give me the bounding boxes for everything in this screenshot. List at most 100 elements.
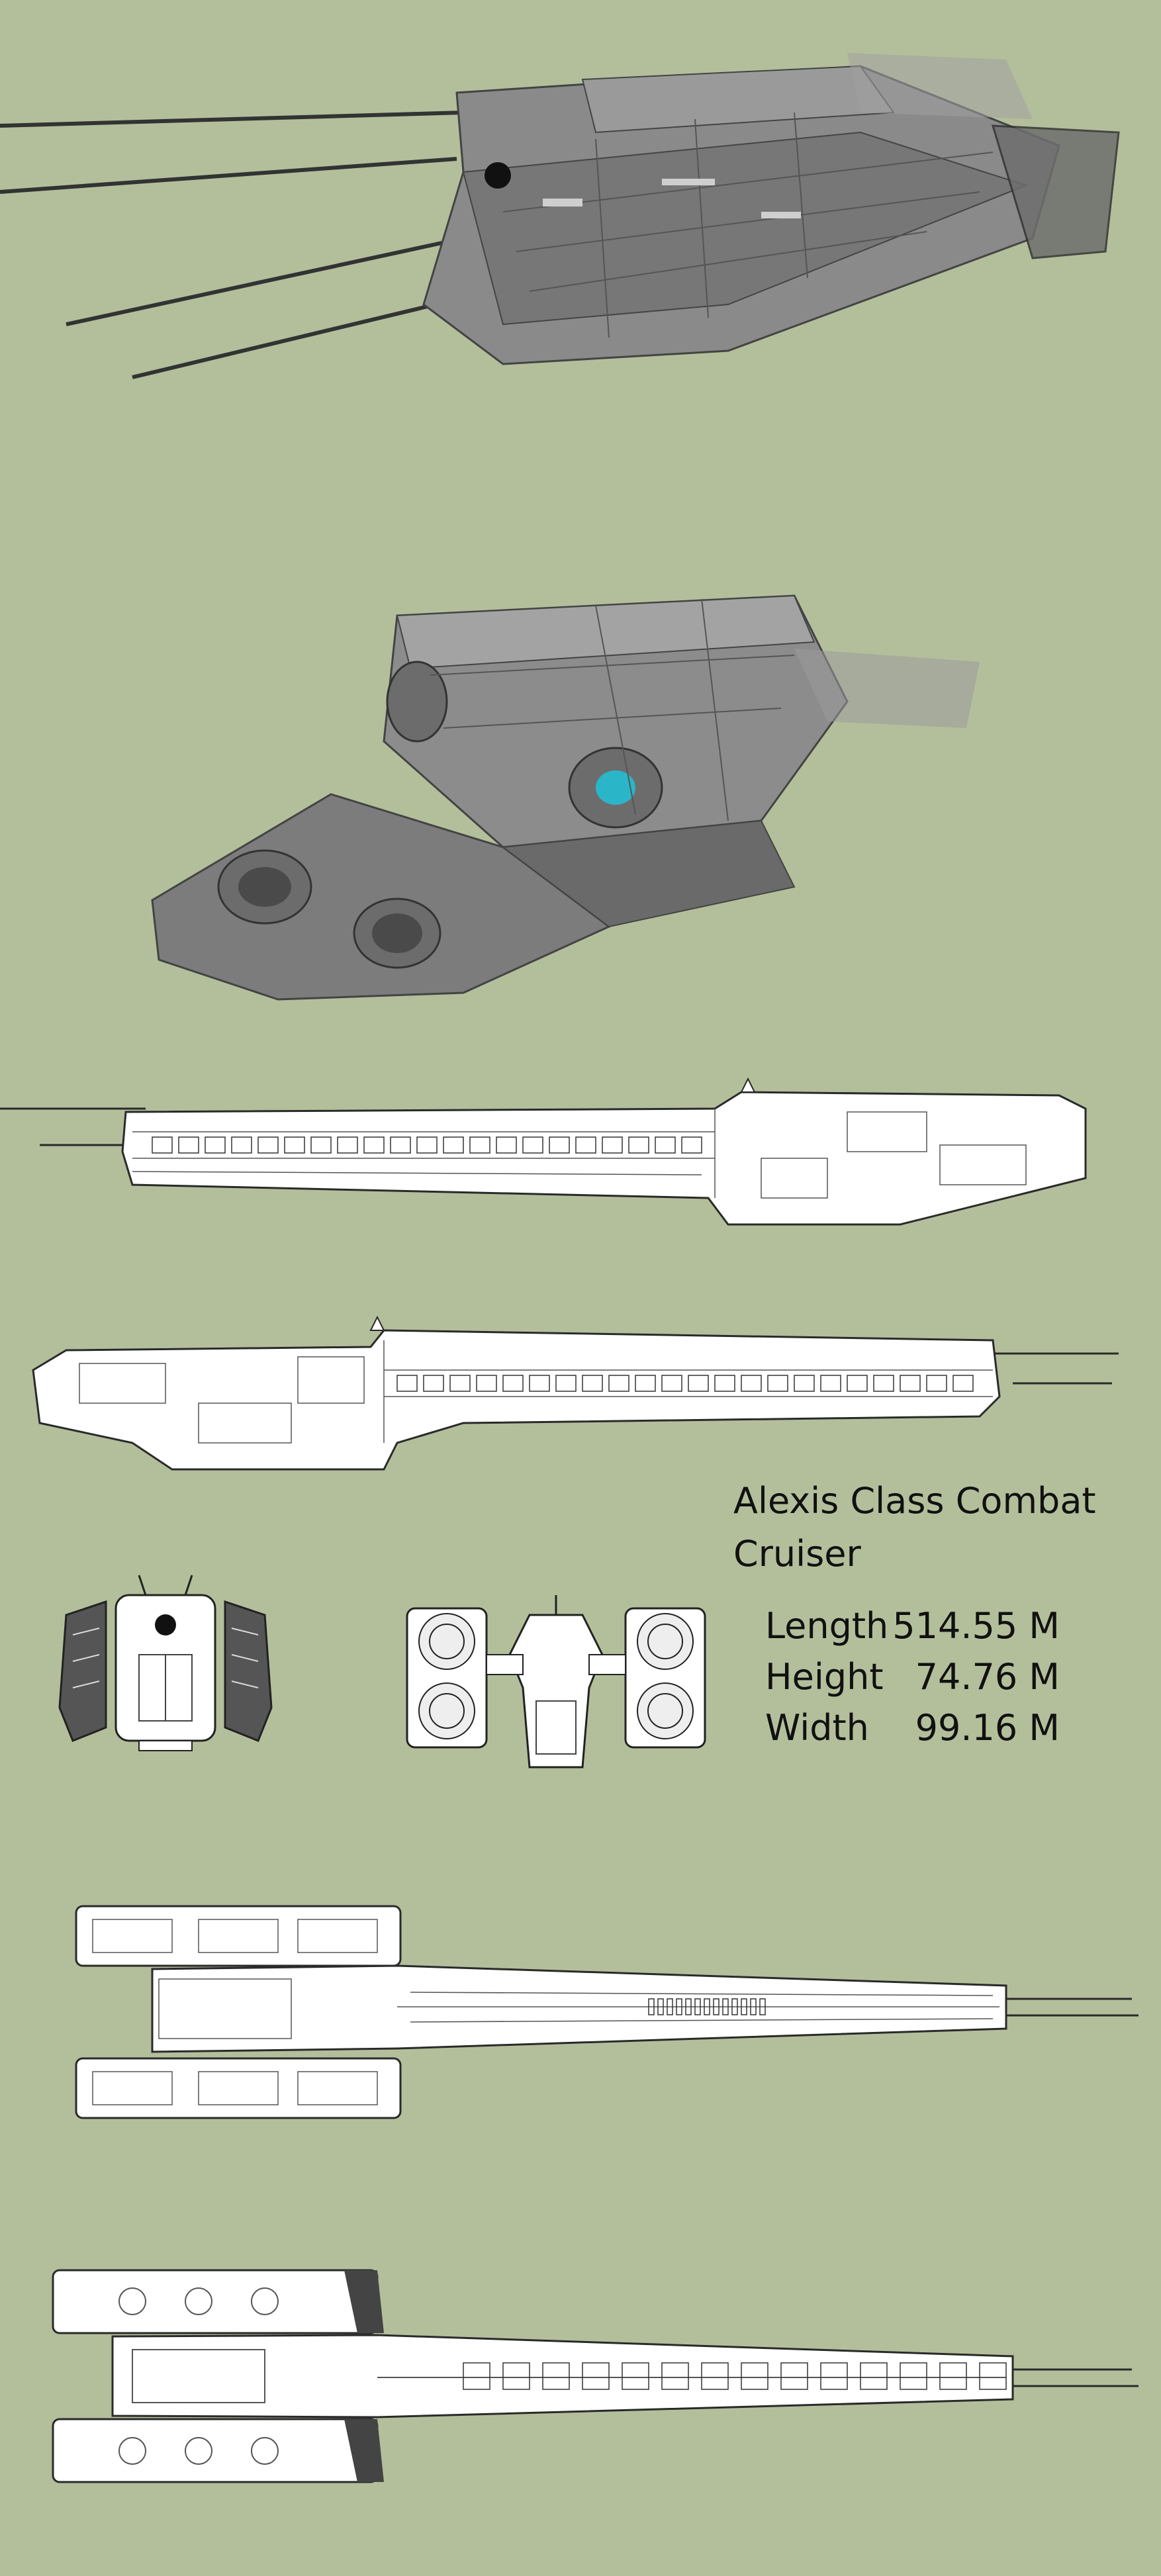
hull-panel xyxy=(750,1998,757,2015)
spec-row-height: Height 74.76 M xyxy=(765,1651,1060,1702)
engine-pod-lower xyxy=(52,2418,379,2483)
hull-panel xyxy=(820,2362,848,2390)
hull-panel xyxy=(310,1136,332,1154)
hull-panel xyxy=(661,1375,682,1392)
engine-nozzle xyxy=(353,897,441,969)
hull-panel xyxy=(741,2362,768,2390)
ship-specs-table: Length 514.55 M Height 74.76 M Width 99.… xyxy=(765,1600,1060,1753)
hull-panel xyxy=(555,1375,577,1392)
engine-pod-lower xyxy=(151,793,611,1001)
hull-panel xyxy=(731,1998,738,2015)
hull-panel xyxy=(701,2362,729,2390)
hull-panel xyxy=(575,1136,596,1154)
hull-detail-row xyxy=(463,2362,1007,2390)
hull-outline xyxy=(32,1329,1001,1471)
engine-pod-lower xyxy=(75,2057,402,2119)
spec-value: 99.16 M xyxy=(915,1707,1060,1749)
spec-label: Length xyxy=(765,1605,889,1647)
hull-panel xyxy=(476,1375,497,1392)
hull-panel xyxy=(952,1375,974,1392)
hull-outline xyxy=(151,1964,1007,2053)
hull-panel xyxy=(820,1375,841,1392)
hull-detail-row xyxy=(152,1136,702,1154)
lineart-top-view xyxy=(0,1900,1161,2125)
hull-panel xyxy=(704,1998,710,2015)
hull-rear xyxy=(508,1614,604,1769)
hull-panel xyxy=(900,1375,921,1392)
lineart-bottom-view xyxy=(0,2264,1161,2489)
hull-panel xyxy=(767,1375,788,1392)
hull-panel xyxy=(622,2362,649,2390)
hull-panel xyxy=(608,1375,629,1392)
lineart-front-view xyxy=(58,1575,273,1754)
hull-panel xyxy=(178,1136,199,1154)
hull-panel xyxy=(284,1136,305,1154)
hull-panel xyxy=(423,1375,444,1392)
spec-label: Height xyxy=(765,1656,884,1698)
hull-panel xyxy=(416,1136,438,1154)
hull-panel xyxy=(463,2362,490,2390)
engine-pod-rear xyxy=(991,124,1120,259)
hull-panel xyxy=(231,1136,252,1154)
hull-panel xyxy=(694,1998,701,2015)
hull-panel xyxy=(549,1136,570,1154)
hull-panel xyxy=(688,1375,709,1392)
engine-pod-upper xyxy=(75,1905,402,1967)
hull-panel xyxy=(522,1136,543,1154)
hull-panel xyxy=(741,1998,747,2015)
spec-label: Width xyxy=(765,1707,869,1749)
hull-panel xyxy=(257,1136,279,1154)
hull-panel xyxy=(635,1375,656,1392)
lineart-rear-view xyxy=(404,1595,708,1774)
hull-panel xyxy=(205,1136,226,1154)
engine-glow-nozzle xyxy=(568,747,663,829)
hull-panel xyxy=(648,1998,655,2015)
hull-panel xyxy=(780,2362,808,2390)
hull-panel xyxy=(502,2362,530,2390)
gun-barrels xyxy=(0,111,464,379)
hull-panel xyxy=(449,1375,471,1392)
hull-panel xyxy=(794,1375,815,1392)
hull-panel xyxy=(582,2362,610,2390)
hull-panel xyxy=(443,1136,464,1154)
lineart-side-view-starboard xyxy=(0,1311,1161,1483)
hull-panel xyxy=(657,1998,664,2015)
hull-panel xyxy=(681,1136,702,1154)
hull-panel xyxy=(676,1998,682,2015)
hull-panel xyxy=(873,1375,894,1392)
spec-row-width: Width 99.16 M xyxy=(765,1702,1060,1753)
hull-panel xyxy=(860,2362,888,2390)
hull-panel xyxy=(900,2362,927,2390)
hull-panel xyxy=(469,1136,490,1154)
hull-panel xyxy=(741,1375,762,1392)
hull-panel xyxy=(496,1136,517,1154)
hull-panel xyxy=(655,1136,676,1154)
hull-panel xyxy=(337,1136,358,1154)
lineart-side-view-port xyxy=(0,1072,1161,1231)
hull-panel xyxy=(152,1136,173,1154)
spec-value: 74.76 M xyxy=(915,1656,1060,1698)
hull-panel xyxy=(582,1375,603,1392)
hull-panel xyxy=(685,1998,692,2015)
render-perspective-stern xyxy=(132,569,993,1019)
render-perspective-bow xyxy=(0,40,1161,410)
hull-panel xyxy=(390,1136,411,1154)
engine-nozzle xyxy=(217,849,312,925)
engine-pod-upper xyxy=(52,2269,379,2334)
hull-panel xyxy=(939,2362,967,2390)
hull-panel xyxy=(667,1998,673,2015)
spec-row-length: Length 514.55 M xyxy=(765,1600,1060,1651)
ship-class-title: Alexis Class Combat Cruiser xyxy=(733,1480,1096,1575)
hull-panel xyxy=(713,1998,720,2015)
hull-tail-fade xyxy=(794,649,980,728)
hull-panel xyxy=(628,1136,649,1154)
hull-panel xyxy=(529,1375,550,1392)
hull-panel xyxy=(722,1998,729,2015)
hull-panel xyxy=(396,1375,418,1392)
hull-panel xyxy=(979,2362,1007,2390)
bow-cannon-port xyxy=(155,1614,176,1635)
hull-panel xyxy=(363,1136,385,1154)
hull-panel xyxy=(602,1136,623,1154)
hull-panel xyxy=(502,1375,524,1392)
hull-panel xyxy=(714,1375,735,1392)
